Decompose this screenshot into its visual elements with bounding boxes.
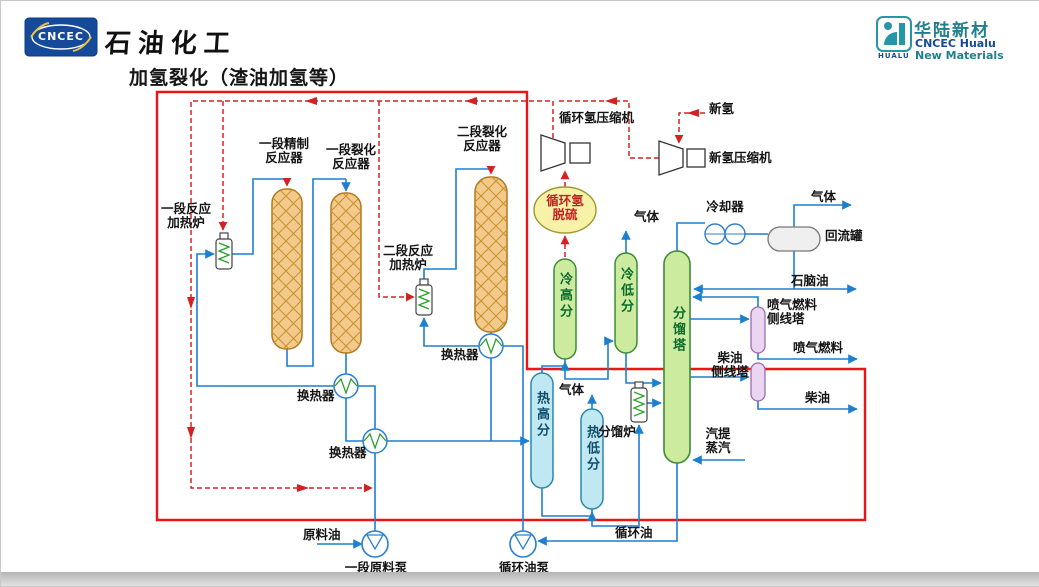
first-stage-cracking-reactor — [330, 192, 362, 354]
cooler-label: 冷却器 — [706, 199, 744, 214]
recycle-oil-pump-symbol — [509, 530, 537, 558]
hualu-brand-cn: 华陆新材 — [914, 21, 990, 41]
reactor3-label-1: 二段裂化 — [456, 124, 507, 139]
recycle-h2-compressor-label: 循环氢压缩机 — [559, 110, 635, 125]
naphtha-label: 石脑油 — [791, 273, 829, 288]
reactor2-label: 一段裂化 反应器 — [319, 142, 383, 172]
gas-overhead-label: 气体 — [811, 189, 837, 204]
hot-lp-separator-vessel — [580, 408, 604, 510]
heat-exchanger-2 — [362, 428, 388, 454]
feed-oil-label: 原料油 — [303, 527, 341, 542]
process-lines-blue — [196, 168, 858, 549]
gas-hot-lp-label: 气体 — [559, 382, 585, 397]
fresh-h2-compressor-label: 新氢压缩机 — [709, 150, 772, 165]
stripping-steam-label: 汽提 蒸汽 — [697, 426, 739, 456]
jet-fuel-label: 喷气燃料 — [793, 340, 844, 355]
recycle-oil-pump-label: 循环油泵 — [498, 560, 549, 575]
hualu-icon-caption: HUALU — [878, 52, 910, 60]
reflux-drum-label: 回流罐 — [825, 228, 863, 243]
brand-calligraphy: 石油化工 — [103, 29, 238, 59]
furnace2-label-1: 二段反应 — [382, 243, 433, 258]
furnace1-label-2: 加热炉 — [167, 215, 205, 231]
red-highlight-frame — [155, 90, 867, 522]
recycle-oil-label: 循环油 — [615, 525, 653, 540]
hx1-label: 换热器 — [297, 388, 335, 403]
reactor1-label-2: 反应器 — [265, 150, 303, 166]
reactor2-label-1: 一段裂化 — [325, 142, 376, 157]
heat-exchanger-3 — [478, 333, 504, 359]
slide-bottom-bar — [1, 572, 1039, 586]
cooler-symbol — [704, 223, 746, 245]
desulfurizer-label: 循环氢 脱硫 — [535, 193, 595, 223]
hx3-label: 换热器 — [441, 347, 479, 362]
furnace1-label: 一段反应 加热炉 — [157, 201, 215, 231]
cold-hp-separator-vessel — [553, 258, 577, 360]
jet-fuel-stripper-label-1: 喷气燃料 — [767, 297, 818, 312]
jet-fuel-stripper-label-2: 侧线塔 — [767, 311, 805, 327]
slide-title: 加氢裂化（渣油加氢等） — [129, 67, 350, 89]
furnace2-label: 二段反应 加热炉 — [379, 243, 437, 273]
hualu-logo-icon — [876, 16, 912, 52]
diesel-label: 柴油 — [805, 390, 831, 405]
diesel-stripper-label-2: 侧线塔 — [711, 364, 749, 380]
first-stage-refining-reactor — [271, 188, 303, 350]
fresh-h2-label: 新氢 — [709, 101, 735, 116]
hualu-brand-en: CNCEC Hualu — [915, 37, 996, 50]
jet-fuel-side-stripper-vessel — [750, 306, 766, 354]
furnace2-label-2: 加热炉 — [389, 257, 427, 273]
reactor3-label-2: 反应器 — [463, 138, 501, 154]
hot-lp-separator-label: 热低分 — [584, 425, 599, 473]
desulfurizer-label-2: 脱硫 — [552, 207, 578, 223]
fractionation-furnace — [630, 381, 648, 423]
furnace1-label-1: 一段反应 — [160, 201, 211, 216]
stripping-steam-label-2: 蒸汽 — [705, 440, 731, 456]
fractionator-label: 分馏塔 — [670, 306, 685, 354]
recycle-h2-desulfurizer-vessel — [533, 186, 597, 234]
reflux-drum-vessel — [767, 226, 821, 252]
fractionator-vessel — [663, 250, 691, 464]
reactor2-label-2: 反应器 — [332, 156, 370, 172]
feed-pump-label: 一段原料泵 — [344, 560, 408, 575]
fresh-hydrogen-compressor — [658, 140, 706, 176]
jet-fuel-stripper-label: 喷气燃料 侧线塔 — [767, 297, 818, 327]
desulfurizer-label-1: 循环氢 — [546, 193, 584, 208]
recycle-hydrogen-compressor — [540, 134, 591, 172]
stripping-steam-label-1: 汽提 — [705, 426, 731, 441]
first-stage-heating-furnace — [215, 232, 233, 270]
hualu-tagline: New Materials — [915, 49, 1004, 62]
reactor1-label: 一段精制 反应器 — [252, 136, 316, 166]
cncec-logo — [24, 17, 98, 57]
diesel-side-stripper-vessel — [750, 362, 766, 402]
gas-cold-lp-label: 气体 — [634, 209, 660, 224]
reactor1-label-1: 一段精制 — [258, 136, 309, 151]
hydrogen-line-arrowheads — [187, 97, 699, 492]
heat-exchanger-1 — [333, 373, 359, 399]
hot-hp-separator-vessel — [530, 372, 554, 489]
cold-lp-separator-label: 冷低分 — [618, 267, 633, 315]
cold-lp-separator-vessel — [614, 252, 638, 354]
frac-furnace-label: 分馏炉 — [598, 424, 636, 439]
feed-pump-symbol — [361, 530, 389, 558]
diesel-stripper-label: 柴油 侧线塔 — [705, 350, 755, 380]
reactor3-label: 二段裂化 反应器 — [450, 124, 514, 154]
hot-hp-separator-label: 热高分 — [534, 391, 549, 439]
second-stage-cracking-reactor — [474, 176, 508, 333]
cncec-logo-text: CNCEC — [38, 30, 84, 43]
diesel-stripper-label-1: 柴油 — [717, 350, 743, 365]
hx2-label: 换热器 — [329, 445, 367, 460]
second-stage-heating-furnace — [415, 278, 433, 316]
cold-hp-separator-label: 冷高分 — [557, 272, 572, 320]
